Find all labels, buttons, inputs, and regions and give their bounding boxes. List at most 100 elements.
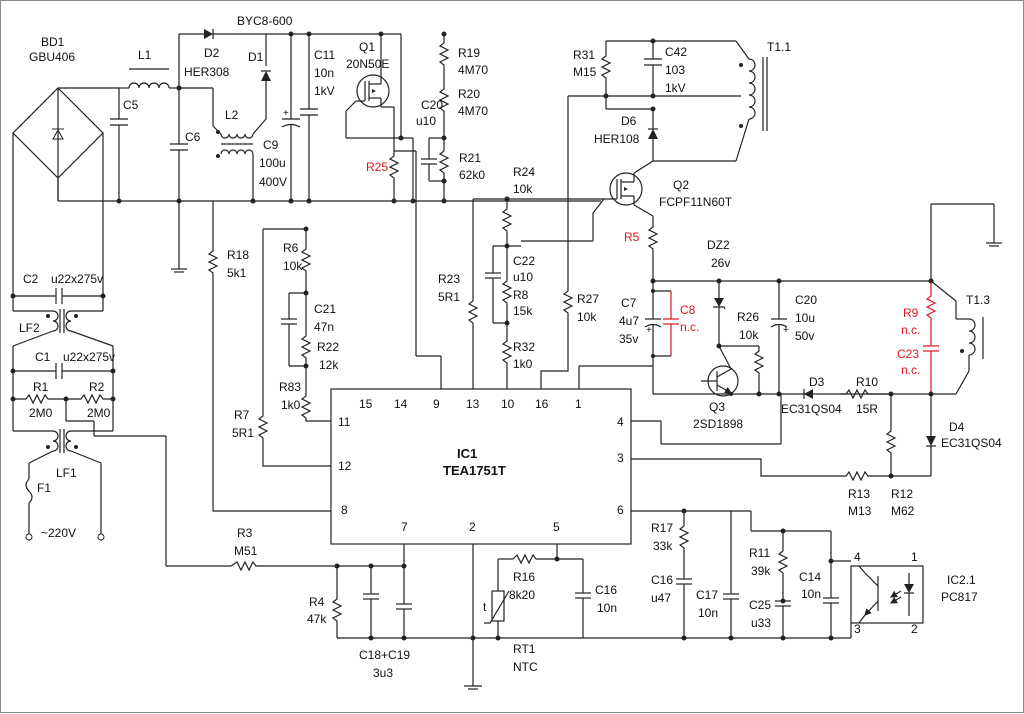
c2-value: u22x275v: [51, 272, 103, 286]
c6-label: C6: [185, 130, 201, 144]
d4-label: D4: [949, 420, 965, 434]
ic1-pin-16: 16: [535, 397, 549, 411]
ground-symbol-right: [930, 203, 1002, 281]
d3-label: D3: [809, 375, 825, 389]
d6-label: D6: [621, 114, 637, 128]
r21-value: 62k0: [459, 168, 485, 182]
c22-value: u10: [513, 270, 533, 284]
c11-voltage: 1kV: [314, 84, 335, 98]
q3-part: 2SD1898: [693, 417, 743, 431]
resistor-r13: [631, 458, 891, 482]
r31-label: R31: [573, 48, 595, 62]
r18-value: 5k1: [227, 266, 247, 280]
r24-label: R24: [513, 165, 535, 179]
c14-value: 10n: [801, 587, 821, 601]
lf2-label: LF2: [19, 321, 40, 335]
capacitor-c21: [281, 290, 309, 367]
capacitor-c20-top: [401, 137, 444, 201]
mains-label: ~220V: [41, 526, 76, 540]
resistor-r9: [925, 281, 937, 346]
resistor-r25: [388, 151, 400, 201]
c22-label: C22: [513, 254, 535, 268]
r17-label: R17: [651, 521, 673, 535]
ic1-pin-6: 6: [617, 503, 624, 517]
ic1-part: TEA1751T: [443, 463, 506, 478]
bd1-part: GBU406: [29, 50, 75, 64]
ground-bus: [58, 31, 601, 204]
mosfet-q1: [345, 34, 402, 151]
ic1-pin-4: 4: [617, 415, 624, 429]
resistor-r16: [498, 544, 583, 565]
r2-value: 2M0: [87, 406, 111, 420]
capacitor-c7: +: [644, 281, 662, 394]
diode-d3: [803, 389, 813, 399]
choke-lf2: [12, 296, 114, 347]
ic1-pin-5: 5: [553, 520, 560, 534]
r19-label: R19: [458, 46, 480, 60]
c42-value: 103: [665, 63, 685, 77]
c20-out-label: C20: [795, 293, 817, 307]
ic1-pin-10: 10: [501, 397, 515, 411]
resistor-r21: [438, 150, 450, 201]
q1-part: 20N50E: [346, 57, 389, 71]
r21-label: R21: [459, 151, 481, 165]
resistor-r18: [207, 201, 331, 512]
resistor-r3: [230, 544, 407, 572]
ic2-pin-3: 3: [854, 622, 861, 636]
l2-label: L2: [225, 108, 239, 122]
r27-value: 10k: [577, 310, 597, 324]
r83-label: R83: [279, 380, 301, 394]
capacitor-c5: [110, 88, 128, 201]
resistor-r4: [331, 566, 343, 638]
c42-voltage: 1kV: [665, 81, 686, 95]
c11-value: 10n: [314, 66, 334, 80]
q3-label: Q3: [709, 400, 725, 414]
resistor-r11: [777, 528, 789, 604]
r20-label: R20: [458, 87, 480, 101]
r13-label: R13: [848, 487, 870, 501]
r16-value: 8k20: [509, 588, 535, 602]
c8-label: C8: [680, 303, 696, 317]
r1-label: R1: [33, 380, 49, 394]
lf1-label: LF1: [56, 466, 77, 480]
c9-voltage: 400V: [259, 175, 287, 189]
r12-value: M62: [891, 504, 915, 518]
ic2-pin-4: 4: [854, 550, 861, 564]
r27-label: R27: [577, 292, 599, 306]
c16-u47-value: u47: [651, 591, 671, 605]
t1-1-label: T1.1: [767, 40, 791, 54]
ic1-pin-14: 14: [394, 397, 408, 411]
l1-label: L1: [138, 48, 152, 62]
byc-part: BYC8-600: [237, 14, 293, 28]
ic1-pin-8: 8: [341, 503, 348, 517]
diode-d1: [261, 34, 271, 119]
ic1-ref: IC1: [457, 446, 477, 461]
r32-value: 1k0: [513, 357, 533, 371]
diode-d4: [891, 394, 936, 477]
r24-value: 10k: [513, 182, 533, 196]
output-rail: [650, 278, 934, 284]
ic1-pin-11: 11: [338, 415, 351, 429]
rt1-part: NTC: [513, 660, 538, 674]
r3-value: M51: [234, 544, 258, 558]
rt1-t-label: t: [483, 600, 487, 614]
transformer-t1-1: [653, 57, 768, 162]
r9-value: n.c.: [901, 323, 920, 337]
r10-value: 15R: [856, 402, 878, 416]
capacitor-c9: +: [281, 34, 301, 201]
r12-label: R12: [891, 487, 913, 501]
r25-label: R25: [366, 160, 388, 174]
capacitor-c17: [723, 511, 739, 638]
c16-10n-label: C16: [595, 583, 617, 597]
capacitor-c2: [10, 288, 106, 304]
ic1-pin-1: 1: [575, 397, 582, 411]
ic2-part: PC817: [941, 590, 978, 604]
q2-label: Q2: [673, 178, 689, 192]
r7-value: 5R1: [232, 426, 254, 440]
r19-value: 4M70: [458, 63, 488, 77]
r20-value: 4M70: [458, 104, 488, 118]
ic1-pin-15: 15: [359, 397, 373, 411]
capacitor-c25: [775, 600, 791, 638]
r17-value: 33k: [653, 539, 673, 553]
